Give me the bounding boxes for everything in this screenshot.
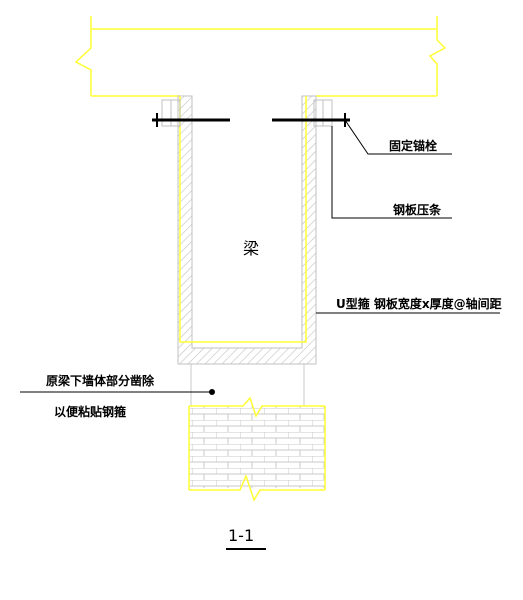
wall-below <box>188 364 326 502</box>
pressing-strip-blocks <box>161 99 333 127</box>
leader-steel-strip <box>331 126 452 219</box>
slab-break-right <box>428 16 447 96</box>
slab-break-left <box>74 16 92 96</box>
section-title: 1-1 <box>228 526 254 545</box>
u-stirrup-plate <box>177 95 317 365</box>
label-wall-note-line1: 原梁下墙体部分凿除 <box>46 373 155 388</box>
label-anchor-bolt: 固定锚栓 <box>389 138 437 153</box>
label-wall-note-line2: 以便粘贴钢箍 <box>54 404 126 419</box>
label-beam: 梁 <box>243 239 259 258</box>
brick-infill <box>189 406 325 488</box>
floor-slab <box>74 16 447 97</box>
leader-wall-note <box>20 389 215 395</box>
leader-anchor-bolt <box>344 119 452 155</box>
beam-outline <box>179 96 307 343</box>
label-u-stirrup: U型箍 钢板宽度x厚度@轴间距 <box>336 296 502 311</box>
anchor-bolt-left <box>152 113 230 127</box>
label-steel-strip: 钢板压条 <box>393 202 442 217</box>
